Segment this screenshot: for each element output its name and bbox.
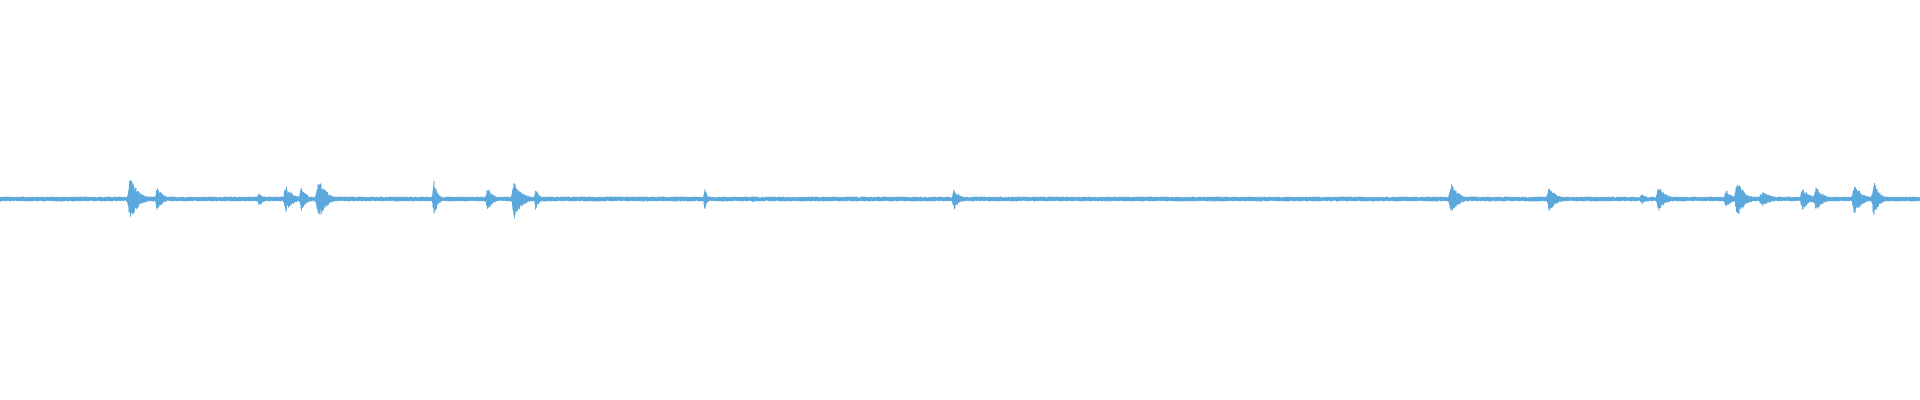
waveform-trace	[0, 179, 1920, 218]
